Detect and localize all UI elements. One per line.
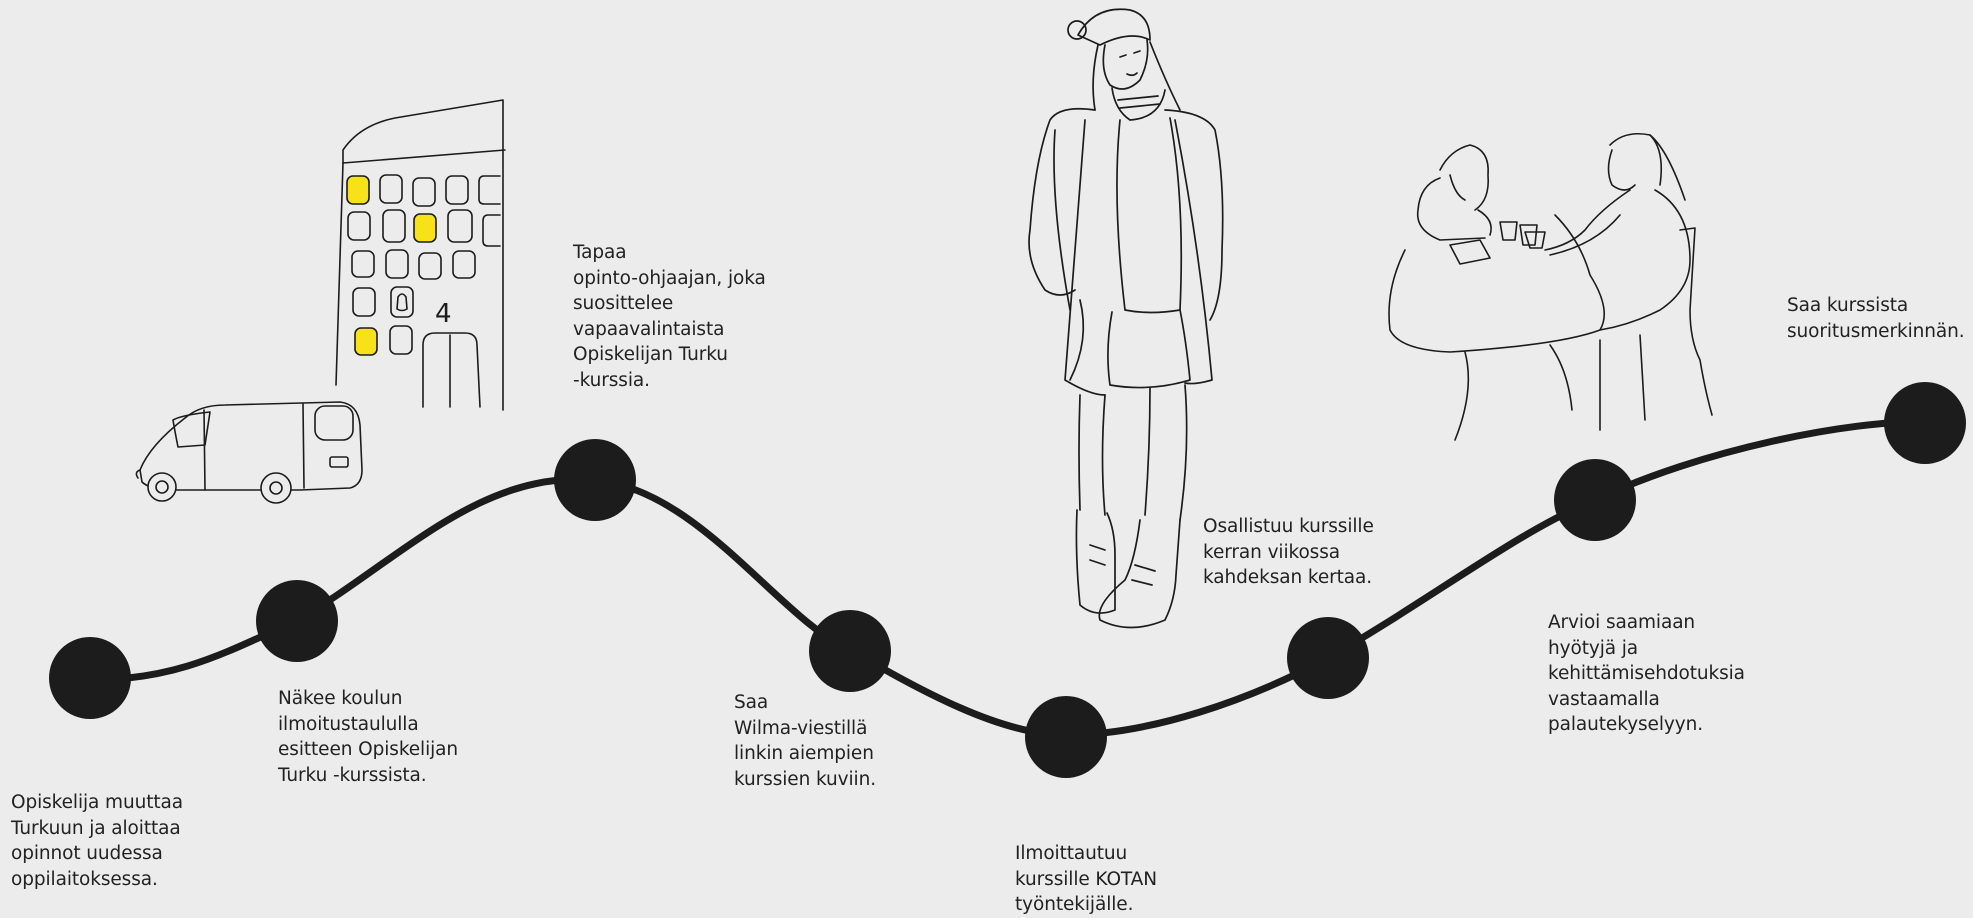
cafe-meeting-illustration <box>1389 134 1712 440</box>
journey-node-2 <box>256 580 338 662</box>
building-number: 4 <box>435 299 452 329</box>
journey-node-5 <box>1025 696 1107 778</box>
journey-node-4 <box>809 610 891 692</box>
school-building-illustration <box>336 100 505 410</box>
journey-node-7 <box>1554 459 1636 541</box>
van-illustration <box>136 402 362 503</box>
step-7-text: Arvioi saamiaan hyötyjä ja kehittämisehd… <box>1548 610 1745 738</box>
step-6-text: Osallistuu kurssille kerran viikossa kah… <box>1203 514 1374 591</box>
student-standing-illustration <box>1029 9 1223 627</box>
journey-node-6 <box>1287 617 1369 699</box>
step-3-text: Tapaa opinto-ohjaajan, joka suosittelee … <box>573 240 766 393</box>
step-4-text: Saa Wilma-viestillä linkin aiempien kurs… <box>734 690 876 792</box>
step-5-text: Ilmoittautuu kurssille KOTAN työntekijäl… <box>1015 841 1157 918</box>
step-1-text: Opiskelija muuttaa Turkuun ja aloittaa o… <box>11 790 183 892</box>
step-8-text: Saa kurssista suoritusmerkinnän. <box>1787 293 1965 344</box>
journey-node-3 <box>554 439 636 521</box>
journey-node-8 <box>1884 382 1966 464</box>
journey-node-1 <box>49 637 131 719</box>
step-2-text: Näkee koulun ilmoitustaululla esitteen O… <box>278 686 458 788</box>
